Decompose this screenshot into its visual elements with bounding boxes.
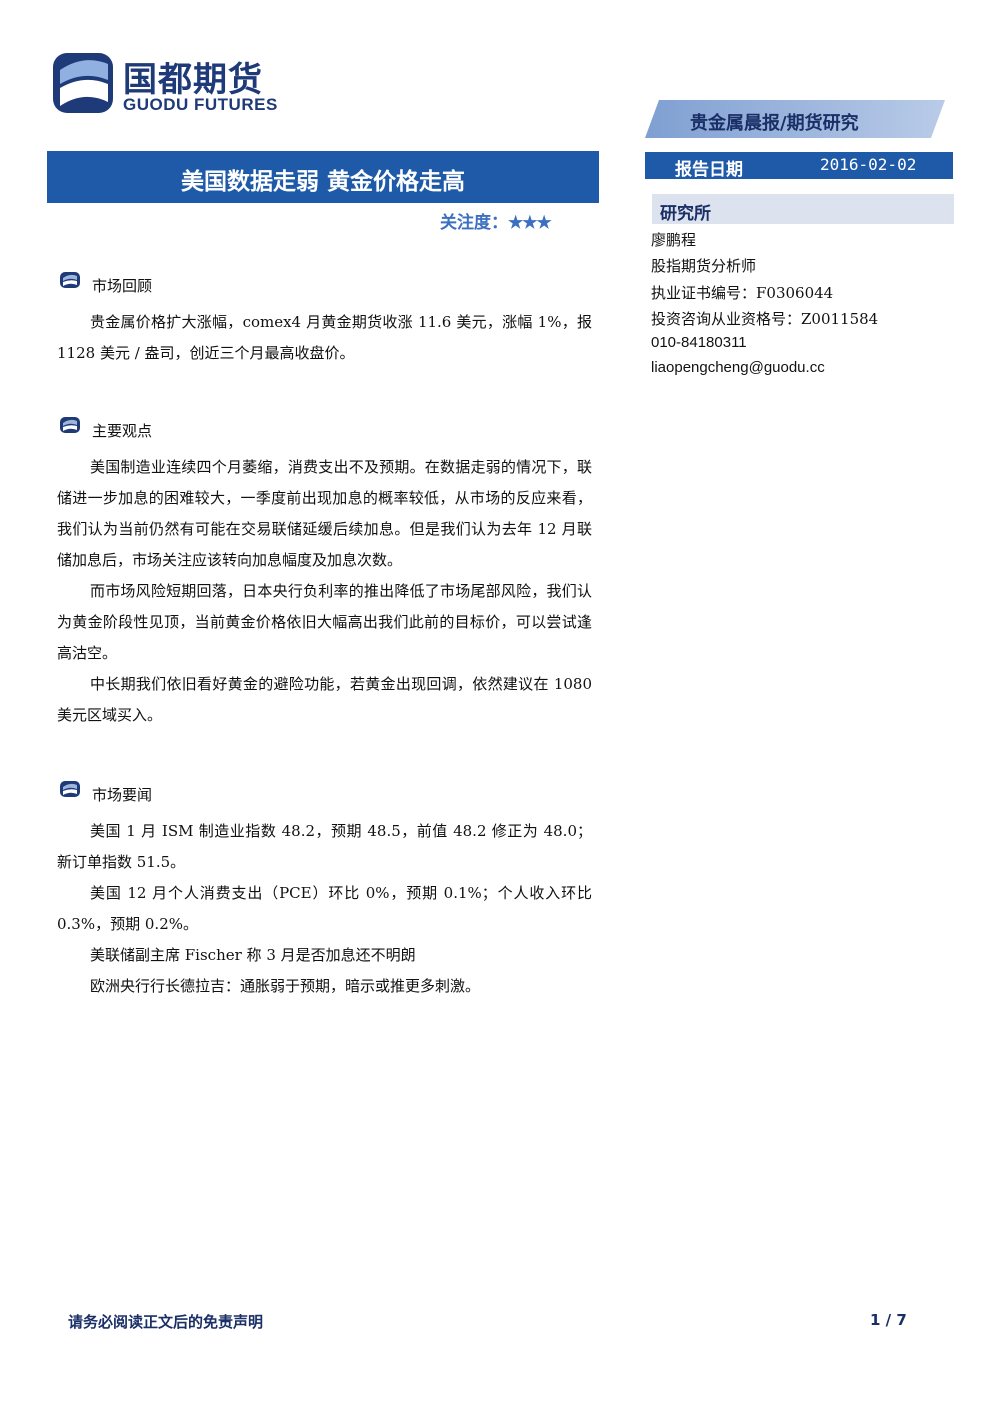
analyst-role: 股指期货分析师 [651, 257, 757, 275]
institute-bar [652, 194, 954, 224]
paragraph: 贵金属价格扩大涨幅，comex4 月黄金期货收涨 11.6 美元，涨幅 1%，报… [57, 313, 592, 362]
logo-english-name: GUODU FUTURES [123, 95, 278, 114]
analyst-name: 廖鹏程 [651, 231, 697, 249]
section-bullet-icon [60, 781, 80, 797]
focus-stars: ★★★ [508, 213, 552, 233]
institute-label: 研究所 [660, 204, 711, 224]
report-date-label: 报告日期 [675, 160, 743, 180]
views-body: 美国制造业连续四个月萎缩，消费支出不及预期。在数据走弱的情况下，联储进一步加息的… [57, 452, 592, 731]
section-title-views: 主要观点 [92, 422, 153, 440]
focus-rating: 关注度：★★★ [440, 208, 552, 233]
paragraph: 美国制造业连续四个月萎缩，消费支出不及预期。在数据走弱的情况下，联储进一步加息的… [57, 458, 592, 569]
paragraph: 欧洲央行行长德拉吉：通胀弱于预期，暗示或推更多刺激。 [90, 977, 481, 995]
paragraph: 中长期我们依旧看好黄金的避险功能，若黄金出现回调，依然建议在 1080 美元区域… [57, 675, 592, 724]
title-bar [47, 151, 599, 203]
focus-label: 关注度： [440, 213, 508, 233]
section-title-news: 市场要闻 [92, 786, 153, 804]
analyst-email[interactable]: liaopengcheng@guodu.cc [651, 359, 825, 376]
paragraph: 美联储副主席 Fischer 称 3 月是否加息还不明朗 [90, 946, 416, 964]
guodu-logo [53, 53, 113, 113]
logo-chinese-name: 国都期货 [123, 60, 263, 100]
paragraph: 美国 12 月个人消费支出（PCE）环比 0%，预期 0.1%；个人收入环比 0… [57, 884, 592, 933]
paragraph: 而市场风险短期回落，日本央行负利率的推出降低了市场尾部风险，我们认为黄金阶段性见… [57, 582, 592, 662]
report-date-value: 2016-02-02 [820, 155, 917, 174]
paragraph: 美国 1 月 ISM 制造业指数 48.2，预期 48.5，前值 48.2 修正… [57, 822, 592, 871]
disclaimer-note: 请务必阅读正文后的免责声明 [68, 1313, 264, 1331]
analyst-cert: 执业证书编号：F0306044 [651, 284, 834, 302]
section-bullet-icon [60, 272, 80, 288]
report-type-banner [645, 100, 945, 138]
report-type-label: 贵金属晨报/期货研究 [690, 113, 859, 134]
analyst-license: 投资咨询从业资格号：Z0011584 [651, 310, 879, 328]
report-title: 美国数据走弱 黄金价格走高 [180, 168, 465, 195]
report-date-bar [645, 152, 953, 179]
news-body: 美国 1 月 ISM 制造业指数 48.2，预期 48.5，前值 48.2 修正… [57, 816, 592, 1002]
section-title-review: 市场回顾 [92, 277, 153, 295]
review-body: 贵金属价格扩大涨幅，comex4 月黄金期货收涨 11.6 美元，涨幅 1%，报… [57, 307, 592, 369]
section-bullet-icon [60, 417, 80, 433]
page-number: 1 / 7 [870, 1311, 907, 1329]
analyst-phone: 010-84180311 [651, 334, 747, 351]
